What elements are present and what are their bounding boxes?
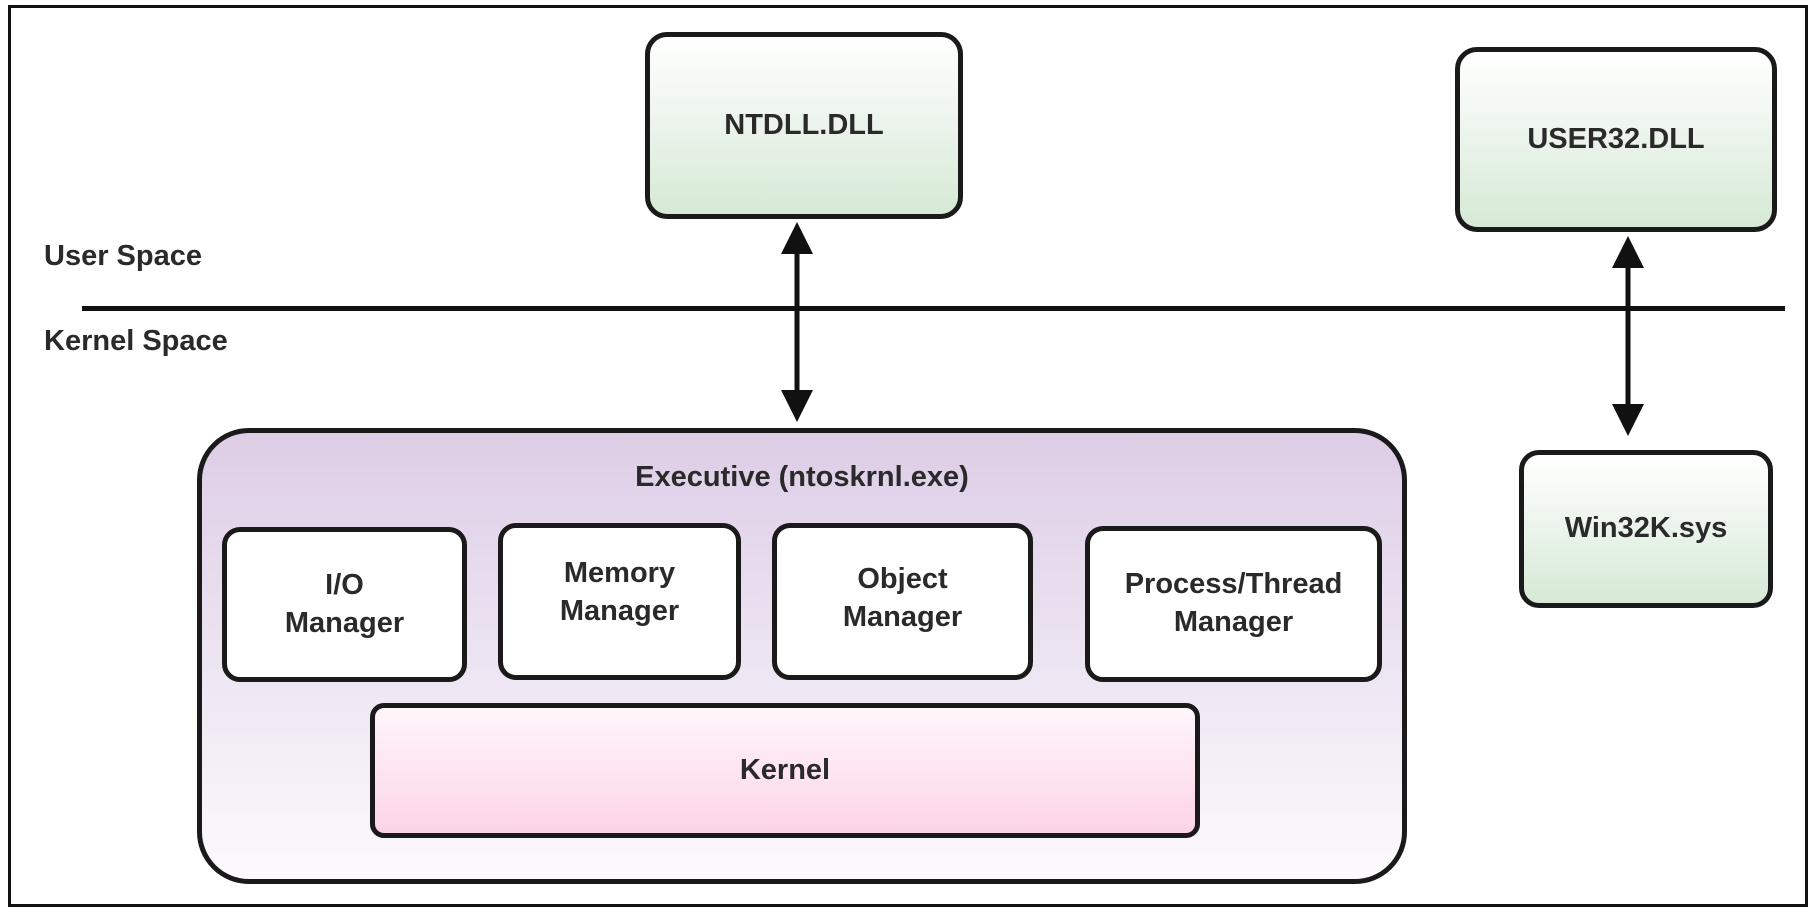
user32-label: USER32.DLL — [1527, 122, 1705, 155]
memory-manager-line2: Manager — [559, 594, 680, 627]
process-thread-manager-box: Process/Thread Manager — [1085, 526, 1382, 682]
executive-title: Executive (ntoskrnl.exe) — [635, 461, 969, 493]
object-manager-line2: Manager — [842, 600, 963, 633]
io-manager-line1: I/O — [325, 568, 364, 601]
user-space-label: User Space — [44, 240, 202, 272]
io-manager-box: I/O Manager — [222, 527, 467, 682]
kernel-label: Kernel — [739, 753, 831, 786]
kernel-box: Kernel — [370, 703, 1200, 838]
win32k-label: Win32K.sys — [1564, 512, 1728, 545]
process-thread-manager-line2: Manager — [1173, 606, 1294, 638]
object-manager-box: Object Manager — [772, 523, 1033, 680]
user32-win32k-arrow — [1612, 236, 1644, 436]
io-manager-line2: Manager — [284, 606, 405, 639]
object-manager-line1: Object — [857, 562, 948, 595]
ntdll-label: NTDLL.DLL — [724, 108, 884, 141]
win32k-box: Win32K.sys — [1519, 450, 1773, 608]
ntdll-box: NTDLL.DLL — [645, 32, 963, 219]
kernel-space-label: Kernel Space — [44, 325, 228, 357]
memory-manager-line1: Memory — [563, 556, 676, 589]
memory-manager-box: Memory Manager — [498, 523, 741, 680]
user-kernel-divider — [82, 306, 1785, 311]
process-thread-manager-line1: Process/Thread — [1124, 568, 1343, 601]
ntdll-executive-arrow — [781, 222, 813, 422]
user32-box: USER32.DLL — [1455, 47, 1777, 232]
